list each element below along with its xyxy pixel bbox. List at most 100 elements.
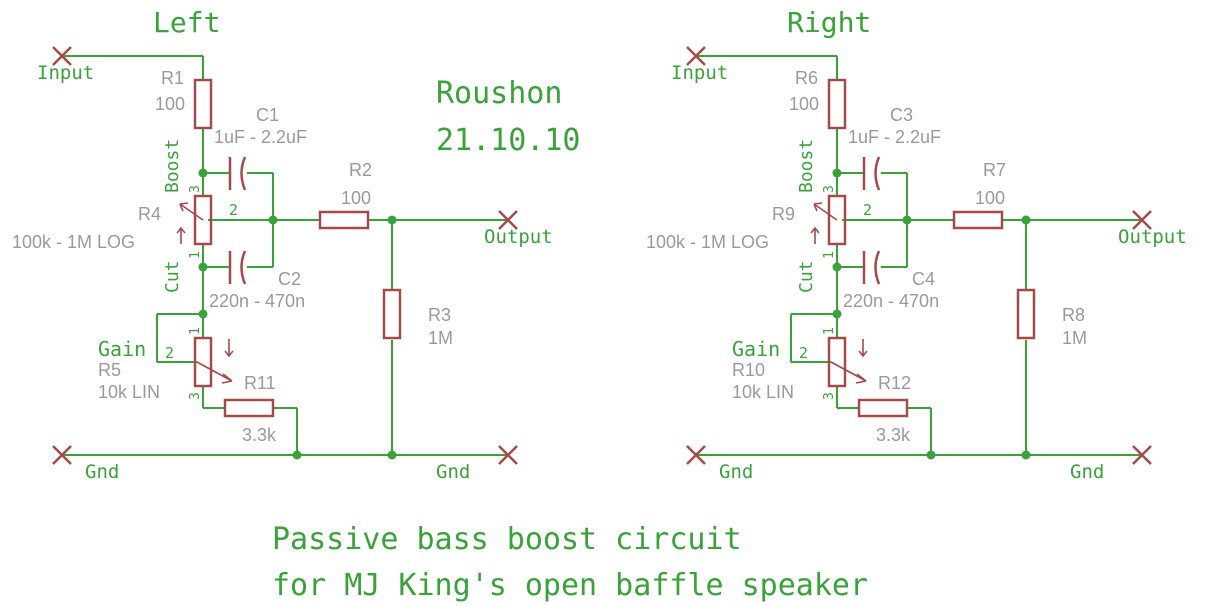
- junction-c-top: [832, 168, 842, 178]
- c-bot-name: C4: [912, 269, 935, 289]
- junction-gnd-shunt: [1021, 450, 1031, 460]
- channel-title: Right: [787, 6, 871, 39]
- c-top-name: C1: [256, 105, 279, 125]
- pot-gain-value: 10k LIN: [732, 382, 794, 402]
- junction-output: [1021, 215, 1031, 225]
- pot-gain-pin-1: 1: [188, 327, 203, 335]
- pot-tone-pin-3: 3: [188, 185, 203, 193]
- c-top-plate-2: [874, 156, 881, 191]
- c-bot-plate-2: [874, 250, 881, 285]
- author-label: Roushon: [436, 76, 562, 111]
- junction-gnd-gain: [292, 450, 302, 460]
- r-in-name: R1: [161, 68, 184, 88]
- c-top-name: C3: [890, 105, 913, 125]
- r-series-name: R2: [349, 160, 372, 180]
- channel-title: Left: [153, 6, 220, 39]
- pot-tone-value: 100k - 1M LOG: [646, 232, 769, 252]
- r-shunt-body: [1016, 288, 1036, 340]
- pot-gain-wiper-arrow: [830, 361, 867, 384]
- junction-c-bot: [832, 262, 842, 272]
- r-series-body: [318, 210, 370, 230]
- r-gain-value: 3.3k: [876, 425, 911, 445]
- pot-gain-direction-icon: [224, 339, 234, 358]
- r-series-name: R7: [983, 160, 1006, 180]
- gnd-terminal-left-icon: [686, 445, 706, 465]
- c-bot-value: 220n - 470n: [843, 291, 939, 311]
- pot-tone-pin-1: 1: [188, 251, 203, 259]
- pot-gain-pin-3: 3: [822, 392, 837, 400]
- junction-output: [387, 215, 397, 225]
- pot-tone-direction-icon: [176, 226, 186, 244]
- gain-label: Gain: [732, 337, 780, 361]
- gnd-terminal-left-icon: [52, 445, 72, 465]
- pot-tone-wiper-arrow: [179, 202, 204, 221]
- r-gain-name: R12: [878, 373, 911, 393]
- pot-tone-pin-2: 2: [229, 201, 238, 219]
- r-in-value: 100: [789, 94, 819, 114]
- junction-gnd-gain: [926, 450, 936, 460]
- gnd-terminal-right-icon: [498, 445, 518, 465]
- pot-tone-pin-2: 2: [863, 201, 872, 219]
- r-gain-body: [857, 398, 909, 418]
- pot-tone-name: R9: [772, 204, 795, 224]
- r-in-body: [827, 78, 847, 130]
- junction-c-bot: [198, 262, 208, 272]
- junction-wiper: [268, 215, 278, 225]
- pot-gain-name: R10: [732, 360, 765, 380]
- pot-tone-value: 100k - 1M LOG: [12, 232, 135, 252]
- r-shunt-body: [382, 288, 402, 340]
- pot-tone-body: [193, 194, 213, 246]
- output-terminal-icon: [498, 210, 518, 230]
- pot-tone-body: [827, 194, 847, 246]
- r-gain-value: 3.3k: [242, 425, 277, 445]
- pot-tone-name: R4: [138, 204, 161, 224]
- pot-gain-name: R5: [98, 360, 121, 380]
- boost-label: Boost: [796, 139, 817, 193]
- r-shunt-value: 1M: [428, 328, 453, 348]
- r-shunt-value: 1M: [1062, 328, 1087, 348]
- junction-c-top: [198, 168, 208, 178]
- r-shunt-name: R8: [1062, 305, 1085, 325]
- output-terminal-icon: [1132, 210, 1152, 230]
- cut-label: Cut: [162, 260, 183, 293]
- r-shunt-name: R3: [428, 305, 451, 325]
- junction-gain: [832, 309, 842, 319]
- pot-gain-body: [193, 336, 213, 388]
- gnd-terminal-right-icon: [1132, 445, 1152, 465]
- pot-tone-pin-1: 1: [822, 251, 837, 259]
- r-gain-name: R11: [244, 373, 276, 393]
- pot-gain-pin-3: 3: [188, 392, 203, 400]
- boost-label: Boost: [162, 139, 183, 193]
- c-top-plate-2: [240, 156, 247, 191]
- c-top-value: 1uF - 2.2uF: [848, 127, 941, 147]
- cut-label: Cut: [796, 260, 817, 293]
- r-in-body: [193, 78, 213, 130]
- date-label: 21.10.10: [436, 123, 581, 158]
- output-label: Output: [484, 226, 553, 248]
- pot-tone-pin-3: 3: [822, 185, 837, 193]
- c-bot-name: C2: [278, 269, 301, 289]
- r-series-value: 100: [975, 188, 1005, 208]
- input-label: Input: [37, 62, 94, 84]
- pot-gain-direction-icon: [858, 339, 868, 358]
- junction-gain: [198, 309, 208, 319]
- input-terminal-icon: [686, 46, 706, 66]
- r-gain-body: [223, 398, 275, 418]
- pot-gain-wiper-arrow: [196, 361, 233, 384]
- gnd-label-left: Gnd: [85, 461, 119, 483]
- c-bot-value: 220n - 470n: [209, 291, 305, 311]
- r-in-name: R6: [795, 68, 818, 88]
- gnd-label-right: Gnd: [436, 461, 470, 483]
- gnd-label-left: Gnd: [719, 461, 753, 483]
- pot-gain-value: 10k LIN: [98, 382, 160, 402]
- junction-gnd-shunt: [387, 450, 397, 460]
- c-top-value: 1uF - 2.2uF: [214, 127, 307, 147]
- pot-tone-wiper-arrow: [813, 202, 838, 221]
- junction-wiper: [902, 215, 912, 225]
- gnd-label-right: Gnd: [1070, 461, 1104, 483]
- pot-gain-pin-2: 2: [165, 344, 174, 362]
